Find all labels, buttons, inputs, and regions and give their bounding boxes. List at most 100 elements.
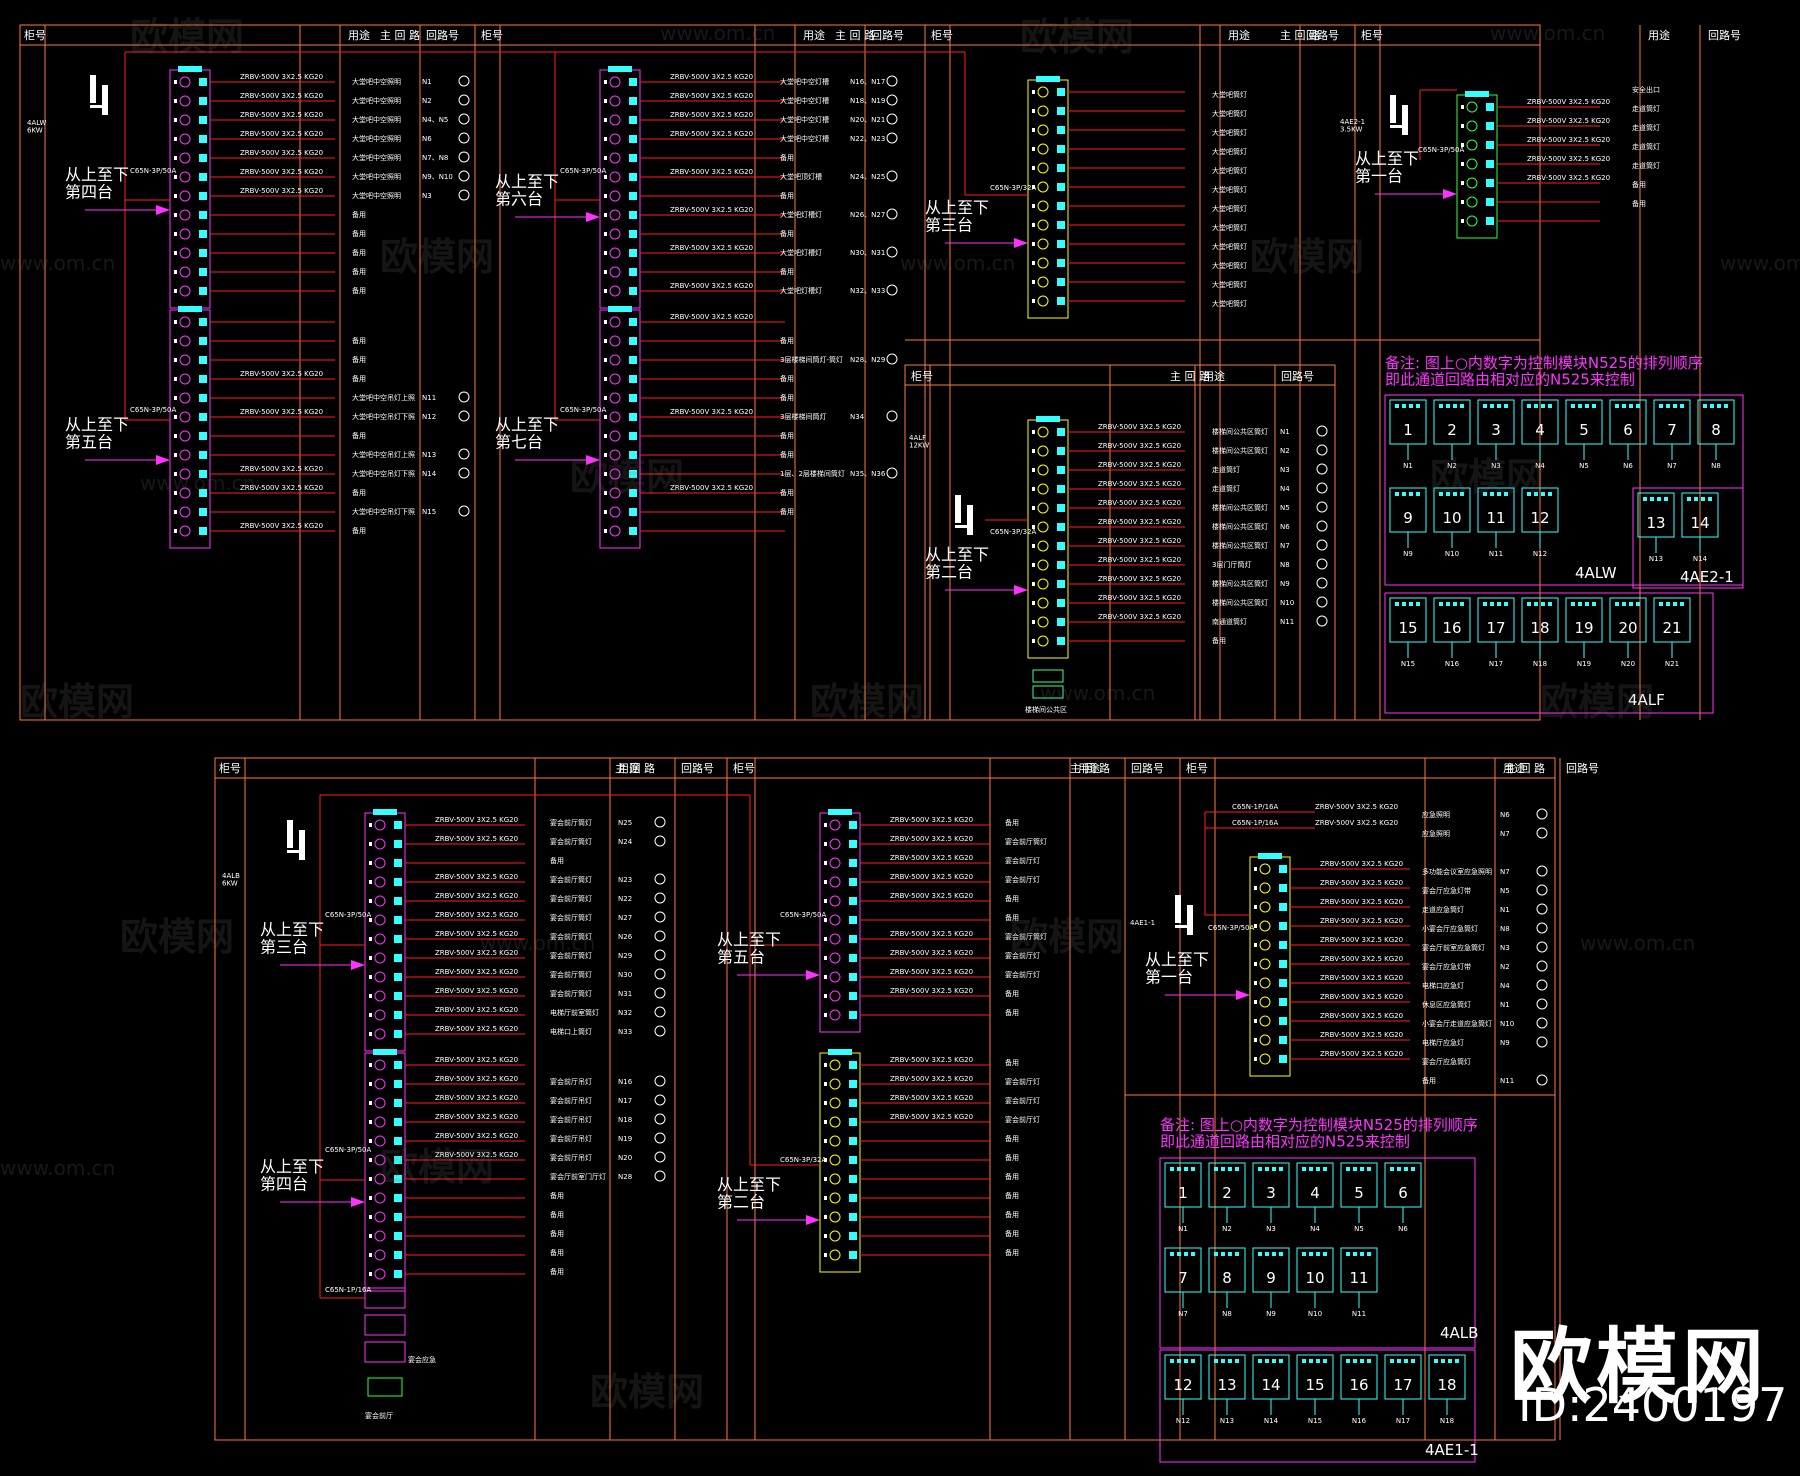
use-label: 宴会前厅筒灯 — [550, 875, 592, 884]
use-label: 大堂吧顶灯槽 — [780, 172, 822, 181]
breaker-icon — [1037, 238, 1049, 250]
breaker-spec: ZRBV-500V 3X2.5 KG20 — [1098, 537, 1181, 545]
module-led — [1453, 602, 1457, 606]
breaker-spec: ZRBV-500V 3X2.5 KG20 — [435, 911, 518, 919]
contact — [369, 1032, 372, 1036]
busbar — [373, 809, 397, 815]
breaker-spec: ZRBV-500V 3X2.5 KG20 — [1098, 442, 1181, 450]
breaker-icon — [374, 838, 386, 850]
terminal — [629, 116, 637, 124]
arrow-head — [1236, 990, 1250, 1000]
module-led — [1302, 1167, 1306, 1171]
contact — [369, 975, 372, 979]
contact — [824, 1158, 827, 1162]
side-label: 从上至下第三台 — [925, 198, 989, 235]
circuit-label: N16 — [618, 1078, 633, 1086]
terminal — [199, 173, 207, 181]
circuit-label: N32 — [618, 1009, 632, 1017]
side-label: 从上至下第二台 — [717, 1175, 781, 1212]
terminal — [629, 154, 637, 162]
terminal — [1057, 221, 1065, 229]
terminal — [629, 489, 637, 497]
module-tag: N16 — [1445, 660, 1460, 668]
terminal — [1057, 164, 1065, 172]
circuit-marker — [654, 911, 666, 923]
circuit-label: N11 — [1500, 1077, 1514, 1085]
table-header-cell: 柜号 — [24, 29, 46, 42]
contact — [174, 472, 177, 476]
contact — [824, 1234, 827, 1238]
use-label: 备用 — [1005, 1134, 1019, 1143]
circuit-label: N26、N27 — [850, 211, 885, 219]
module-tag: N17 — [1396, 1417, 1410, 1425]
use-label: 备用 — [1632, 199, 1646, 208]
side-label: 从上至下第六台 — [495, 172, 559, 209]
breaker-icon — [374, 895, 386, 907]
module-tag: N5 — [1354, 1225, 1364, 1233]
use-label: 宴会前厅吊灯 — [550, 1096, 592, 1105]
terminal — [199, 413, 207, 421]
use-label: 楼梯间公共区筒灯 — [1212, 503, 1268, 512]
breaker-spec: ZRBV-500V 3X2.5 KG20 — [1320, 879, 1403, 887]
circuit-label: N24 — [618, 838, 633, 846]
circuit-marker — [458, 170, 470, 182]
terminal — [199, 211, 207, 219]
module-number: 12 — [1173, 1376, 1192, 1394]
circuit-marker — [1536, 960, 1548, 972]
contact — [1254, 962, 1257, 966]
side-label: 从上至下第一台 — [1355, 149, 1419, 186]
use-label: 备用 — [780, 374, 794, 383]
circuit-label: N7 — [1500, 830, 1510, 838]
module-led — [1571, 404, 1575, 408]
circuit-label: N9 — [1280, 580, 1290, 588]
watermark: 欧模网 — [380, 1145, 494, 1189]
module-led — [1453, 492, 1457, 496]
use-label: 大堂吧中空照明 — [352, 134, 401, 143]
terminal — [629, 337, 637, 345]
circuit-label: N29 — [618, 952, 632, 960]
table-header-cell: 主 回 路 — [1070, 762, 1110, 775]
module-led — [1416, 602, 1420, 606]
breaker-spec: ZRBV-500V 3X2.5 KG20 — [1315, 803, 1398, 811]
terminal — [199, 318, 207, 326]
breaker-icon — [374, 1192, 386, 1204]
circuit-label: N13 — [422, 451, 436, 459]
circuit-label: N11 — [422, 394, 436, 402]
contact — [1461, 200, 1464, 204]
contact — [1032, 430, 1035, 434]
breaker-spec: ZRBV-500V 3X2.5 KG20 — [1320, 974, 1403, 982]
module-tag: N11 — [1352, 1310, 1366, 1318]
isolator-bar — [1175, 895, 1181, 923]
breaker-spec: ZRBV-500V 3X2.5 KG20 — [1098, 613, 1181, 621]
module-tag: N9 — [1266, 1310, 1276, 1318]
terminal — [849, 1011, 857, 1019]
contact — [174, 99, 177, 103]
breaker-icon — [829, 838, 841, 850]
use-label: 休息区应急筒灯 — [1422, 1000, 1471, 1009]
breaker-spec: ZRBV-500V 3X2.5 KG20 — [1098, 499, 1181, 507]
breaker-frame — [364, 1341, 406, 1363]
circuit-marker — [1316, 539, 1328, 551]
module-number: 7 — [1667, 421, 1677, 439]
use-label: 备用 — [780, 153, 794, 162]
module-led — [1534, 602, 1538, 606]
circuit-marker — [458, 410, 470, 422]
isolator-bar — [1187, 905, 1193, 935]
terminal — [849, 1194, 857, 1202]
table-header-cell: 柜号 — [911, 370, 933, 383]
module-led — [1578, 404, 1582, 408]
use-label: 备用 — [1212, 636, 1226, 645]
circuit-label: N6 — [1280, 523, 1290, 531]
circuit-marker — [458, 75, 470, 87]
module-led — [1490, 492, 1494, 496]
contact — [369, 1234, 372, 1238]
terminal — [629, 394, 637, 402]
terminal — [199, 97, 207, 105]
terminal — [1057, 126, 1065, 134]
contact — [174, 453, 177, 457]
contact — [174, 251, 177, 255]
module-number: 8 — [1711, 421, 1721, 439]
breaker-spec: ZRBV-500V 3X2.5 KG20 — [890, 1094, 973, 1102]
side-label: 从上至下第五台 — [717, 930, 781, 967]
